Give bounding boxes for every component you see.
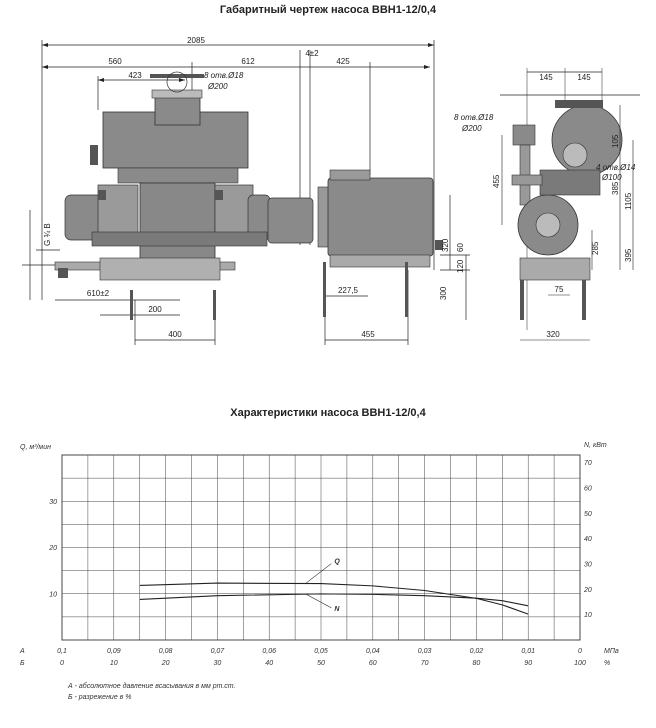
dim-s-d200: Ø200 xyxy=(461,124,482,133)
dim-holes-top: 8 отв.Ø18 xyxy=(204,71,244,80)
dim-s-holes: 8 отв.Ø18 xyxy=(454,113,494,122)
dim-400: 400 xyxy=(168,330,182,339)
x-row-b-tick-label: 0 xyxy=(60,660,64,667)
y-left-label: Q, м³/мин xyxy=(20,444,51,451)
dim-s-holes4: 4 отв.Ø14 xyxy=(596,163,636,172)
x-row-b-label: Б xyxy=(20,660,25,667)
motor-side-view xyxy=(267,169,443,317)
x-row-a-tick-label: 0,03 xyxy=(418,648,432,655)
y-right-tick-label: 20 xyxy=(583,587,592,594)
dim-200: 200 xyxy=(148,305,162,314)
dim-610: 610±2 xyxy=(87,289,110,298)
dim-4: 4±2 xyxy=(305,49,319,58)
x-row-b-tick-label: 10 xyxy=(110,660,118,667)
x-row-b-tick-label: 40 xyxy=(265,660,273,667)
y-left-tick-label: 30 xyxy=(49,499,57,506)
y-right-tick-label: 40 xyxy=(584,536,592,543)
x-row-b-tick-label: 80 xyxy=(473,660,481,667)
x-row-a-tick-label: 0,06 xyxy=(262,648,276,655)
dim-overall: 2085 xyxy=(187,36,205,45)
y-right-tick-label: 30 xyxy=(584,561,592,568)
x-row-b-tick-label: 70 xyxy=(421,660,429,667)
dim-s75: 75 xyxy=(555,285,564,294)
y-right-tick-label: 10 xyxy=(584,612,592,619)
series-line-Q xyxy=(139,582,529,615)
dimensional-drawing: 2085 560 612 4±2 425 423 8 отв.Ø18 Ø200 … xyxy=(22,36,640,345)
x-row-a-tick-label: 0,1 xyxy=(57,648,67,655)
dim-425: 425 xyxy=(336,57,350,66)
y-right-tick-label: 50 xyxy=(584,511,592,518)
x-row-b-tick-label: 50 xyxy=(317,660,325,667)
x-row-a-tick-label: 0,04 xyxy=(366,648,380,655)
dim-s145b: 145 xyxy=(577,73,591,82)
dim-d200: Ø200 xyxy=(207,82,228,91)
dim-612: 612 xyxy=(241,57,255,66)
x-row-a-tick-label: 0,05 xyxy=(314,648,328,655)
dim-423: 423 xyxy=(128,71,142,80)
dim-s285: 285 xyxy=(591,241,600,255)
dim-120: 120 xyxy=(456,259,465,273)
dim-560: 560 xyxy=(108,57,122,66)
y-left-tick-label: 10 xyxy=(49,591,57,598)
dim-60: 60 xyxy=(456,243,465,252)
dim-320: 320 xyxy=(441,238,450,252)
dim-s145a: 145 xyxy=(539,73,553,82)
dim-s395: 395 xyxy=(624,248,633,262)
x-row-b-tick-label: 100 xyxy=(574,660,586,667)
x-row-a-tick-label: 0,09 xyxy=(107,648,121,655)
x-row-a-tick-label: 0,02 xyxy=(470,648,484,655)
y-right-tick-label: 60 xyxy=(584,485,592,492)
x-row-a-tick-label: 0 xyxy=(578,648,582,655)
pump-front-view xyxy=(500,68,640,341)
y-right-tick-label: 70 xyxy=(584,460,592,467)
pump-side-view xyxy=(54,71,271,320)
dim-s1105: 1105 xyxy=(624,192,633,210)
dim-g-thread: G ¾ B xyxy=(43,223,52,246)
y-left-tick-label: 20 xyxy=(48,545,57,552)
series-label-N: N xyxy=(334,606,340,613)
dim-s455: 455 xyxy=(492,174,501,188)
dim-s105: 105 xyxy=(611,134,620,148)
series-leader-N xyxy=(305,593,332,609)
note-b: Б - разрежение в % xyxy=(68,694,132,701)
x-row-b-tick-label: 30 xyxy=(214,660,222,667)
series-label-Q: Q xyxy=(334,559,340,566)
y-right-label: N, кВт xyxy=(584,442,607,449)
dim-s-d100: Ø100 xyxy=(601,173,622,182)
dim-s320: 320 xyxy=(546,330,560,339)
series-line-N xyxy=(139,593,529,607)
dim-227: 227,5 xyxy=(338,286,359,295)
series-leader-Q xyxy=(305,563,332,584)
x-row-b-tick-label: 90 xyxy=(524,660,532,667)
dim-s385: 385 xyxy=(611,181,620,195)
chart-title: Характеристики насоса ВВН1-12/0,4 xyxy=(230,407,426,419)
x-row-b-tick-label: 20 xyxy=(161,660,170,667)
drawing-title: Габаритный чертеж насоса ВВН1-12/0,4 xyxy=(219,4,437,16)
x-row-b-tick-label: 60 xyxy=(369,660,377,667)
x-row-b-unit: % xyxy=(604,660,610,667)
dim-455: 455 xyxy=(361,330,375,339)
dim-300: 300 xyxy=(439,286,448,300)
x-row-a-label: А xyxy=(19,648,25,655)
x-row-a-tick-label: 0,08 xyxy=(159,648,173,655)
x-row-a-tick-label: 0,01 xyxy=(521,648,535,655)
x-row-a-tick-label: 0,07 xyxy=(211,648,226,655)
note-a: А - абсолютное давление всасывания в мм … xyxy=(68,683,236,690)
x-row-a-unit: МПа xyxy=(604,648,619,655)
